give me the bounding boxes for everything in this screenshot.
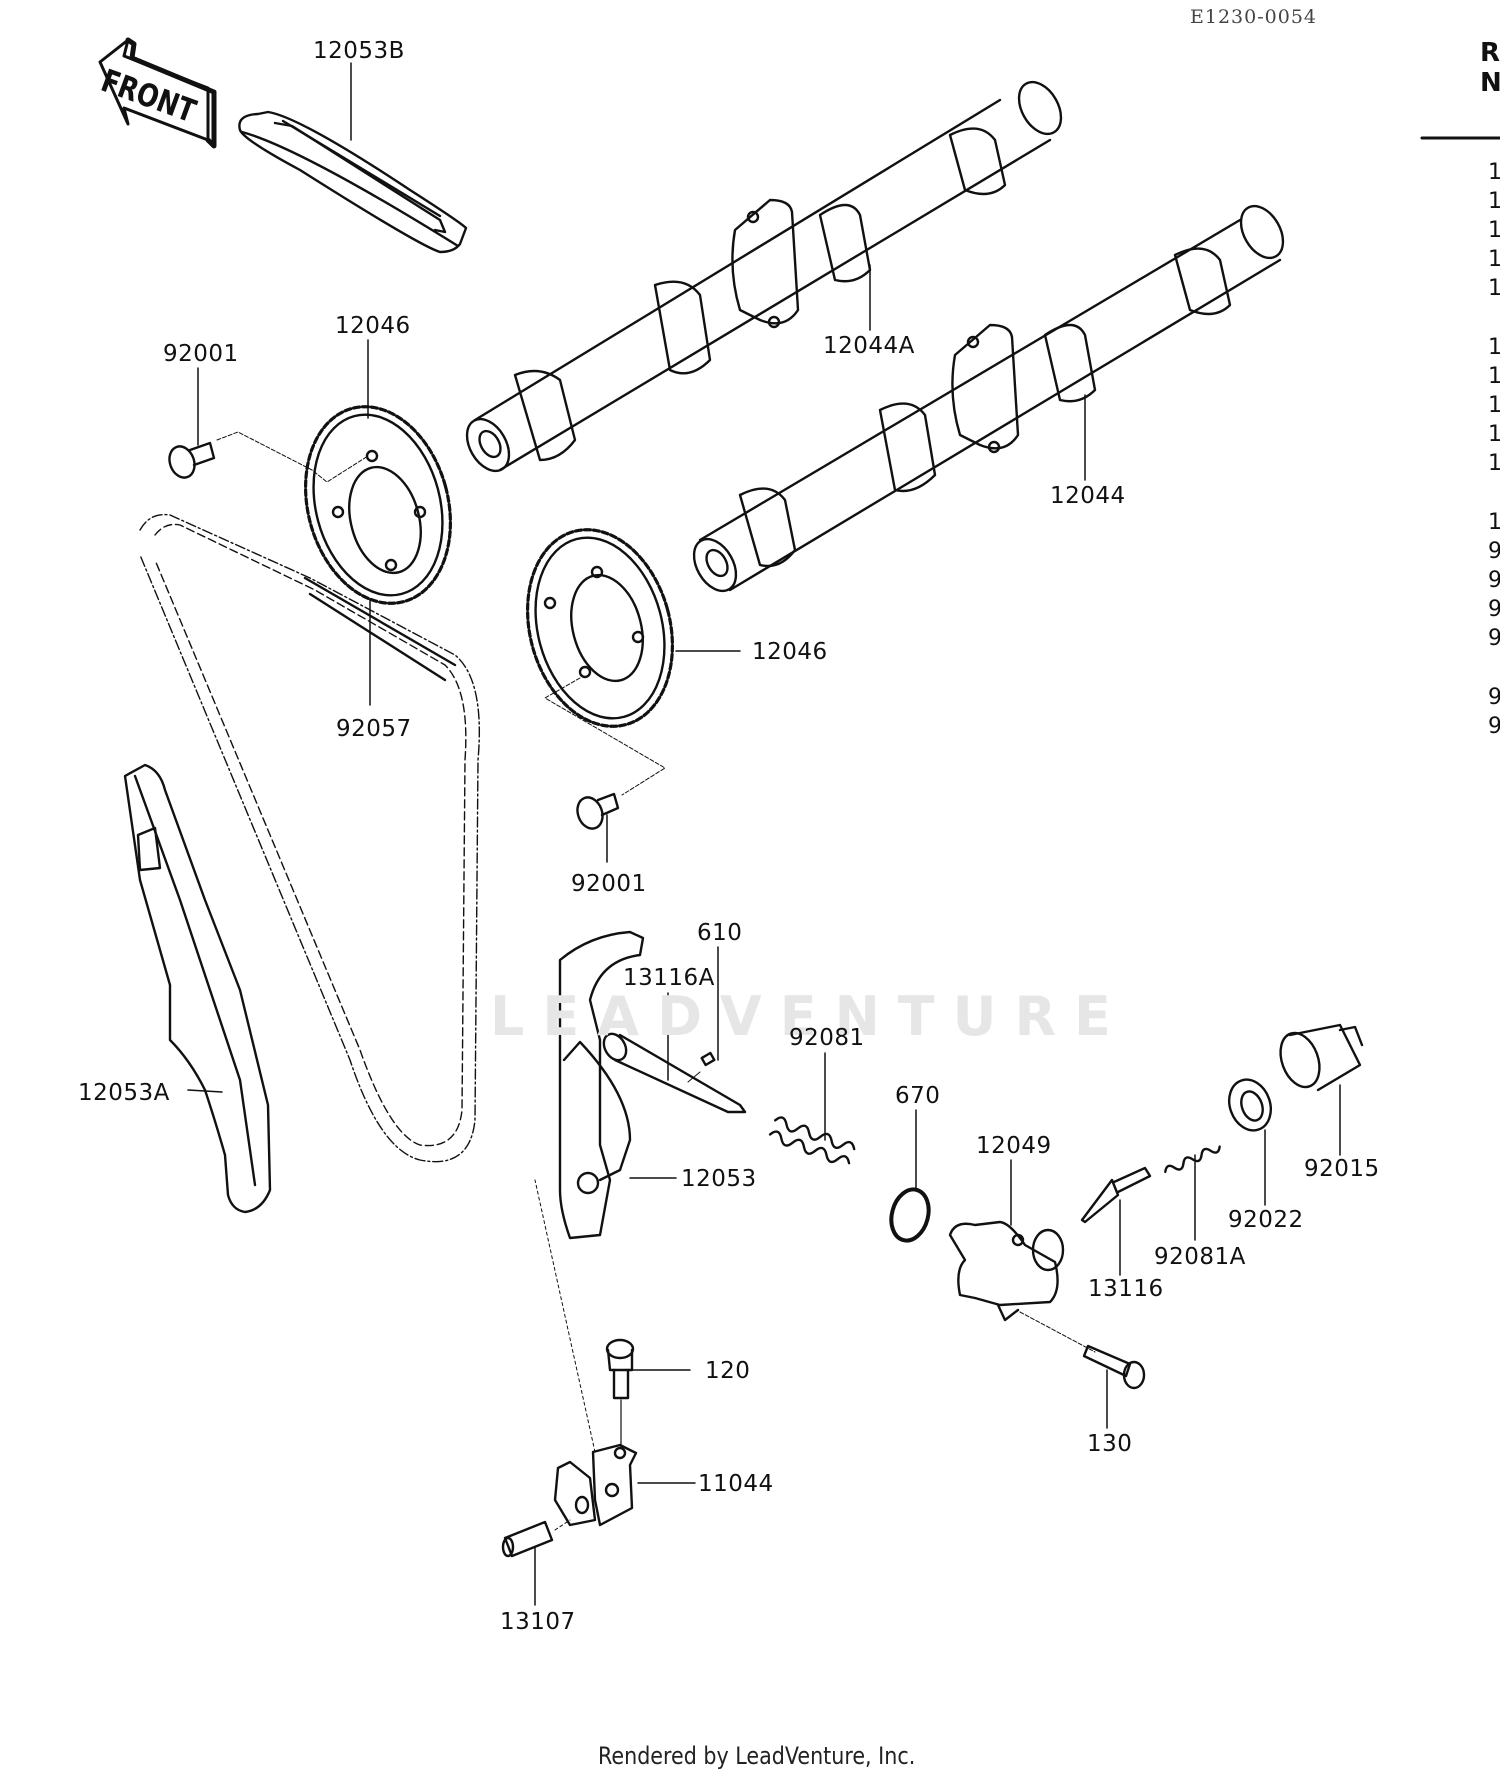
cam-chain-drawing bbox=[139, 513, 481, 1163]
ref-entry: 1 bbox=[1488, 335, 1500, 360]
cap-nut-drawing bbox=[1279, 1023, 1364, 1092]
ref-entry: 1 bbox=[1488, 276, 1500, 301]
callout-12044A[interactable]: 12044A bbox=[823, 333, 915, 359]
callout-120[interactable]: 120 bbox=[705, 1358, 751, 1384]
callout-13116A[interactable]: 13116A bbox=[623, 965, 715, 991]
ref-entry: 1 bbox=[1488, 218, 1500, 243]
callout-12044[interactable]: 12044 bbox=[1050, 483, 1126, 509]
ref-entry: 9 bbox=[1488, 626, 1500, 651]
callout-12053B[interactable]: 12053B bbox=[313, 38, 405, 64]
callout-92081[interactable]: 92081 bbox=[789, 1025, 865, 1051]
ref-entry: 9 bbox=[1488, 685, 1500, 710]
footer-credit: Rendered by LeadVenture, Inc. bbox=[598, 1742, 916, 1770]
ref-entry: 1 bbox=[1488, 189, 1500, 214]
camshaft-a-drawing bbox=[465, 80, 1063, 473]
callout-11044[interactable]: 11044 bbox=[698, 1471, 774, 1497]
callout-92015[interactable]: 92015 bbox=[1304, 1156, 1380, 1182]
callout-12053A[interactable]: 12053A bbox=[78, 1080, 170, 1106]
callout-92001-upper[interactable]: 92001 bbox=[163, 341, 239, 367]
ref-entry: 9 bbox=[1488, 539, 1500, 564]
callout-13116[interactable]: 13116 bbox=[1088, 1276, 1164, 1302]
ref-entry: 1 bbox=[1488, 160, 1500, 185]
watermark-text: LEADVENTURE bbox=[490, 985, 1129, 1048]
leader-lines bbox=[187, 62, 1341, 1606]
wedge-rod-drawing bbox=[1080, 1166, 1152, 1224]
sprocket-upper-drawing bbox=[304, 405, 452, 605]
pin-drawing bbox=[501, 1519, 571, 1558]
callout-92022[interactable]: 92022 bbox=[1228, 1207, 1304, 1233]
front-chain-guide-drawing bbox=[123, 763, 272, 1214]
bracket-drawing bbox=[534, 1179, 638, 1527]
ref-entry: 9 bbox=[1488, 714, 1500, 739]
diagram-code: E1230-0054 bbox=[1190, 6, 1317, 28]
callout-92001-lower[interactable]: 92001 bbox=[571, 871, 647, 897]
ref-entry: 1 bbox=[1488, 364, 1500, 389]
ref-entry: 9 bbox=[1488, 568, 1500, 593]
callout-670[interactable]: 670 bbox=[895, 1083, 941, 1109]
callout-12046-lower[interactable]: 12046 bbox=[752, 639, 828, 665]
ref-entry: 1 bbox=[1488, 247, 1500, 272]
ref-entry: 1 bbox=[1488, 422, 1500, 447]
socket-bolt-drawing bbox=[605, 1338, 635, 1449]
callout-12053[interactable]: 12053 bbox=[681, 1166, 757, 1192]
ref-column-list: 1 1 1 1 1 1 1 1 1 1 1 9 9 9 9 9 9 bbox=[1488, 160, 1500, 743]
callout-92081A[interactable]: 92081A bbox=[1154, 1244, 1246, 1270]
callout-92057[interactable]: 92057 bbox=[336, 716, 412, 742]
front-arrow-icon: FRONT bbox=[97, 37, 217, 149]
ref-entry: 9 bbox=[1488, 597, 1500, 622]
spring-drawing bbox=[768, 1116, 856, 1165]
callout-12049[interactable]: 12049 bbox=[976, 1133, 1052, 1159]
flange-bolt-drawing bbox=[1082, 1344, 1146, 1390]
camshaft-drawing bbox=[692, 204, 1285, 593]
tensioner-body-drawing bbox=[948, 1220, 1096, 1353]
callout-130[interactable]: 130 bbox=[1087, 1431, 1133, 1457]
callout-12046-upper[interactable]: 12046 bbox=[335, 313, 411, 339]
callout-13107[interactable]: 13107 bbox=[500, 1609, 576, 1635]
callout-610[interactable]: 610 bbox=[697, 920, 743, 946]
bolt-upper-drawing bbox=[168, 431, 369, 483]
small-spring-drawing bbox=[1164, 1145, 1221, 1174]
upper-chain-guide-drawing bbox=[238, 110, 468, 254]
push-rod-drawing bbox=[602, 1032, 747, 1114]
ref-entry: 1 bbox=[1488, 451, 1500, 476]
ref-column-header: R N bbox=[1480, 38, 1500, 98]
washer-drawing bbox=[1228, 1078, 1272, 1132]
tensioner-guide-drawing bbox=[558, 930, 645, 1240]
ref-header-line1: R bbox=[1480, 38, 1500, 68]
sprocket-lower-drawing bbox=[526, 528, 674, 796]
o-ring-drawing bbox=[889, 1187, 931, 1243]
ref-entry: 1 bbox=[1488, 393, 1500, 418]
bolt-lower-drawing bbox=[576, 792, 620, 830]
ref-header-line2: N bbox=[1480, 68, 1500, 98]
ref-entry: 1 bbox=[1488, 510, 1500, 535]
